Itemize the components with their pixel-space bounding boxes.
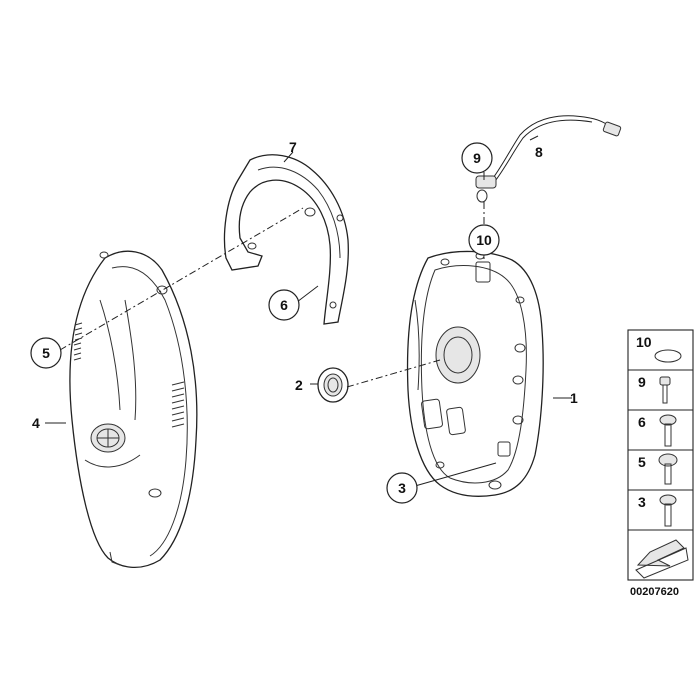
svg-text:5: 5 <box>638 454 646 470</box>
svg-text:5: 5 <box>42 345 50 361</box>
svg-text:7: 7 <box>289 139 297 155</box>
bolt-icon <box>659 414 677 447</box>
part-1-inner-cover <box>406 250 544 497</box>
callout-1: 1 <box>570 390 578 406</box>
screw-icon <box>659 376 671 404</box>
callout-2: 2 <box>295 377 303 393</box>
screw-icon <box>659 494 677 527</box>
svg-text:10: 10 <box>476 232 492 248</box>
svg-text:1: 1 <box>570 390 578 406</box>
svg-text:6: 6 <box>280 297 288 313</box>
svg-text:2: 2 <box>295 377 303 393</box>
svg-text:6: 6 <box>638 414 646 430</box>
part-2-seal-ring <box>317 367 349 403</box>
callout-7: 7 <box>289 139 297 155</box>
diagram-code: 00207620 <box>630 586 679 598</box>
legend-row-3: 3 <box>638 494 677 527</box>
part-8-sensor-cable <box>475 115 622 203</box>
legend-row-9: 9 <box>638 374 671 404</box>
svg-text:9: 9 <box>638 374 646 390</box>
callout-6: 6 <box>268 289 300 321</box>
callout-10: 10 <box>468 224 500 256</box>
callout-4: 4 <box>32 415 40 431</box>
svg-text:4: 4 <box>32 415 40 431</box>
svg-text:9: 9 <box>473 150 481 166</box>
o-ring-icon <box>654 349 682 363</box>
arrow-icon <box>635 539 689 579</box>
parts-legend: 10 9 6 5 3 <box>627 329 694 581</box>
callout-9: 9 <box>461 142 493 174</box>
legend-row-10: 10 <box>636 334 682 363</box>
svg-text:10: 10 <box>636 334 652 350</box>
svg-text:3: 3 <box>398 480 406 496</box>
callout-3: 3 <box>386 472 418 504</box>
legend-row-6: 6 <box>638 414 677 447</box>
callout-8: 8 <box>535 144 543 160</box>
callout-5: 5 <box>30 337 62 369</box>
bolt-icon <box>658 453 678 485</box>
svg-text:8: 8 <box>535 144 543 160</box>
svg-text:3: 3 <box>638 494 646 510</box>
part-4-outer-cover <box>69 250 198 568</box>
legend-row-5: 5 <box>638 453 678 485</box>
part-7-bracket <box>223 154 349 325</box>
